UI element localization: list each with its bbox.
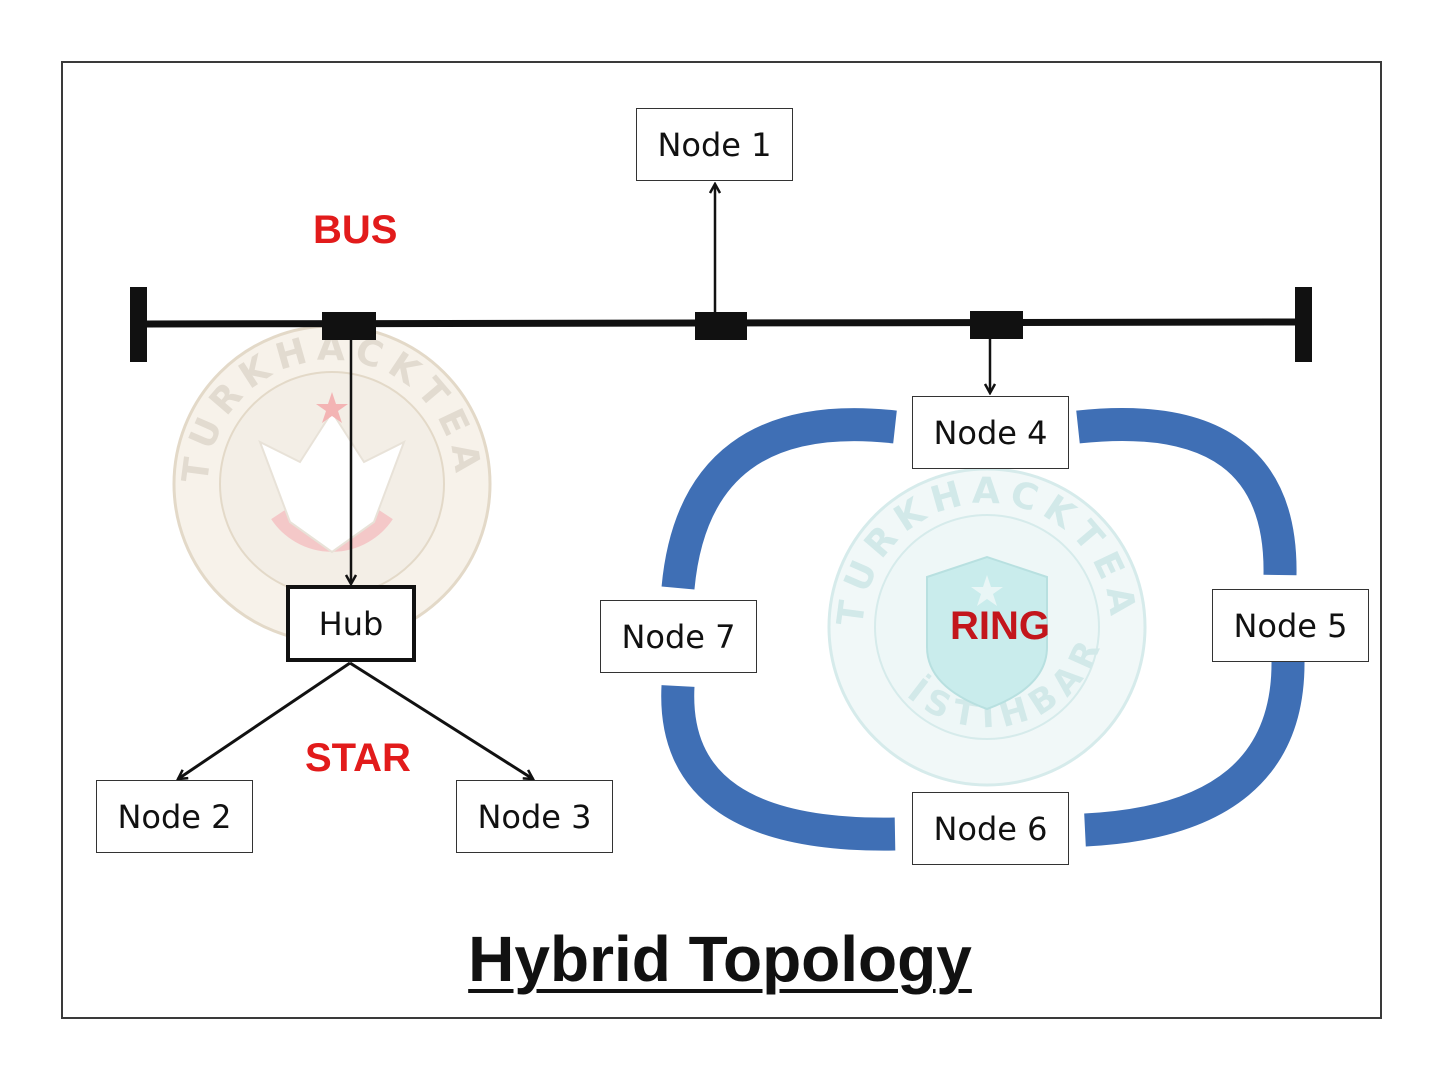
bus-connector-right [970, 311, 1023, 339]
node-1-box: Node 1 [636, 108, 793, 181]
bus-label: BUS [313, 208, 398, 252]
bus-terminator-left [130, 287, 147, 362]
edge-hub-to-node2 [178, 661, 351, 779]
ring-arc-top-right [1076, 407, 1297, 576]
bus-terminator-right [1295, 287, 1312, 362]
diagram-frame [61, 61, 1382, 1019]
bus-connector-center [695, 312, 747, 340]
bus-connector-left [322, 312, 376, 340]
ring-label: RING [950, 604, 1050, 648]
node-5-box: Node 5 [1212, 589, 1369, 662]
diagram-title: Hybrid Topology [0, 922, 1440, 996]
watermark-emblem-right: TURKHACKTEAM İSTİHBARAT [825, 465, 1147, 787]
ring-arc-bottom-right [1084, 659, 1305, 847]
node-2-box: Node 2 [96, 780, 253, 853]
hub-box: Hub [286, 585, 416, 662]
star-label: STAR [305, 736, 411, 780]
node-6-box: Node 6 [912, 792, 1069, 865]
edge-hub-to-node3 [349, 661, 533, 779]
node-3-box: Node 3 [456, 780, 613, 853]
node-4-box: Node 4 [912, 396, 1069, 469]
ring-arc-bottom-left [661, 685, 896, 851]
ring-arc-top-left [661, 408, 897, 590]
diagram-title-text: Hybrid Topology [468, 923, 972, 995]
watermark-emblem-left: TURKHACKTEAM [170, 322, 492, 644]
node-7-box: Node 7 [600, 600, 757, 673]
